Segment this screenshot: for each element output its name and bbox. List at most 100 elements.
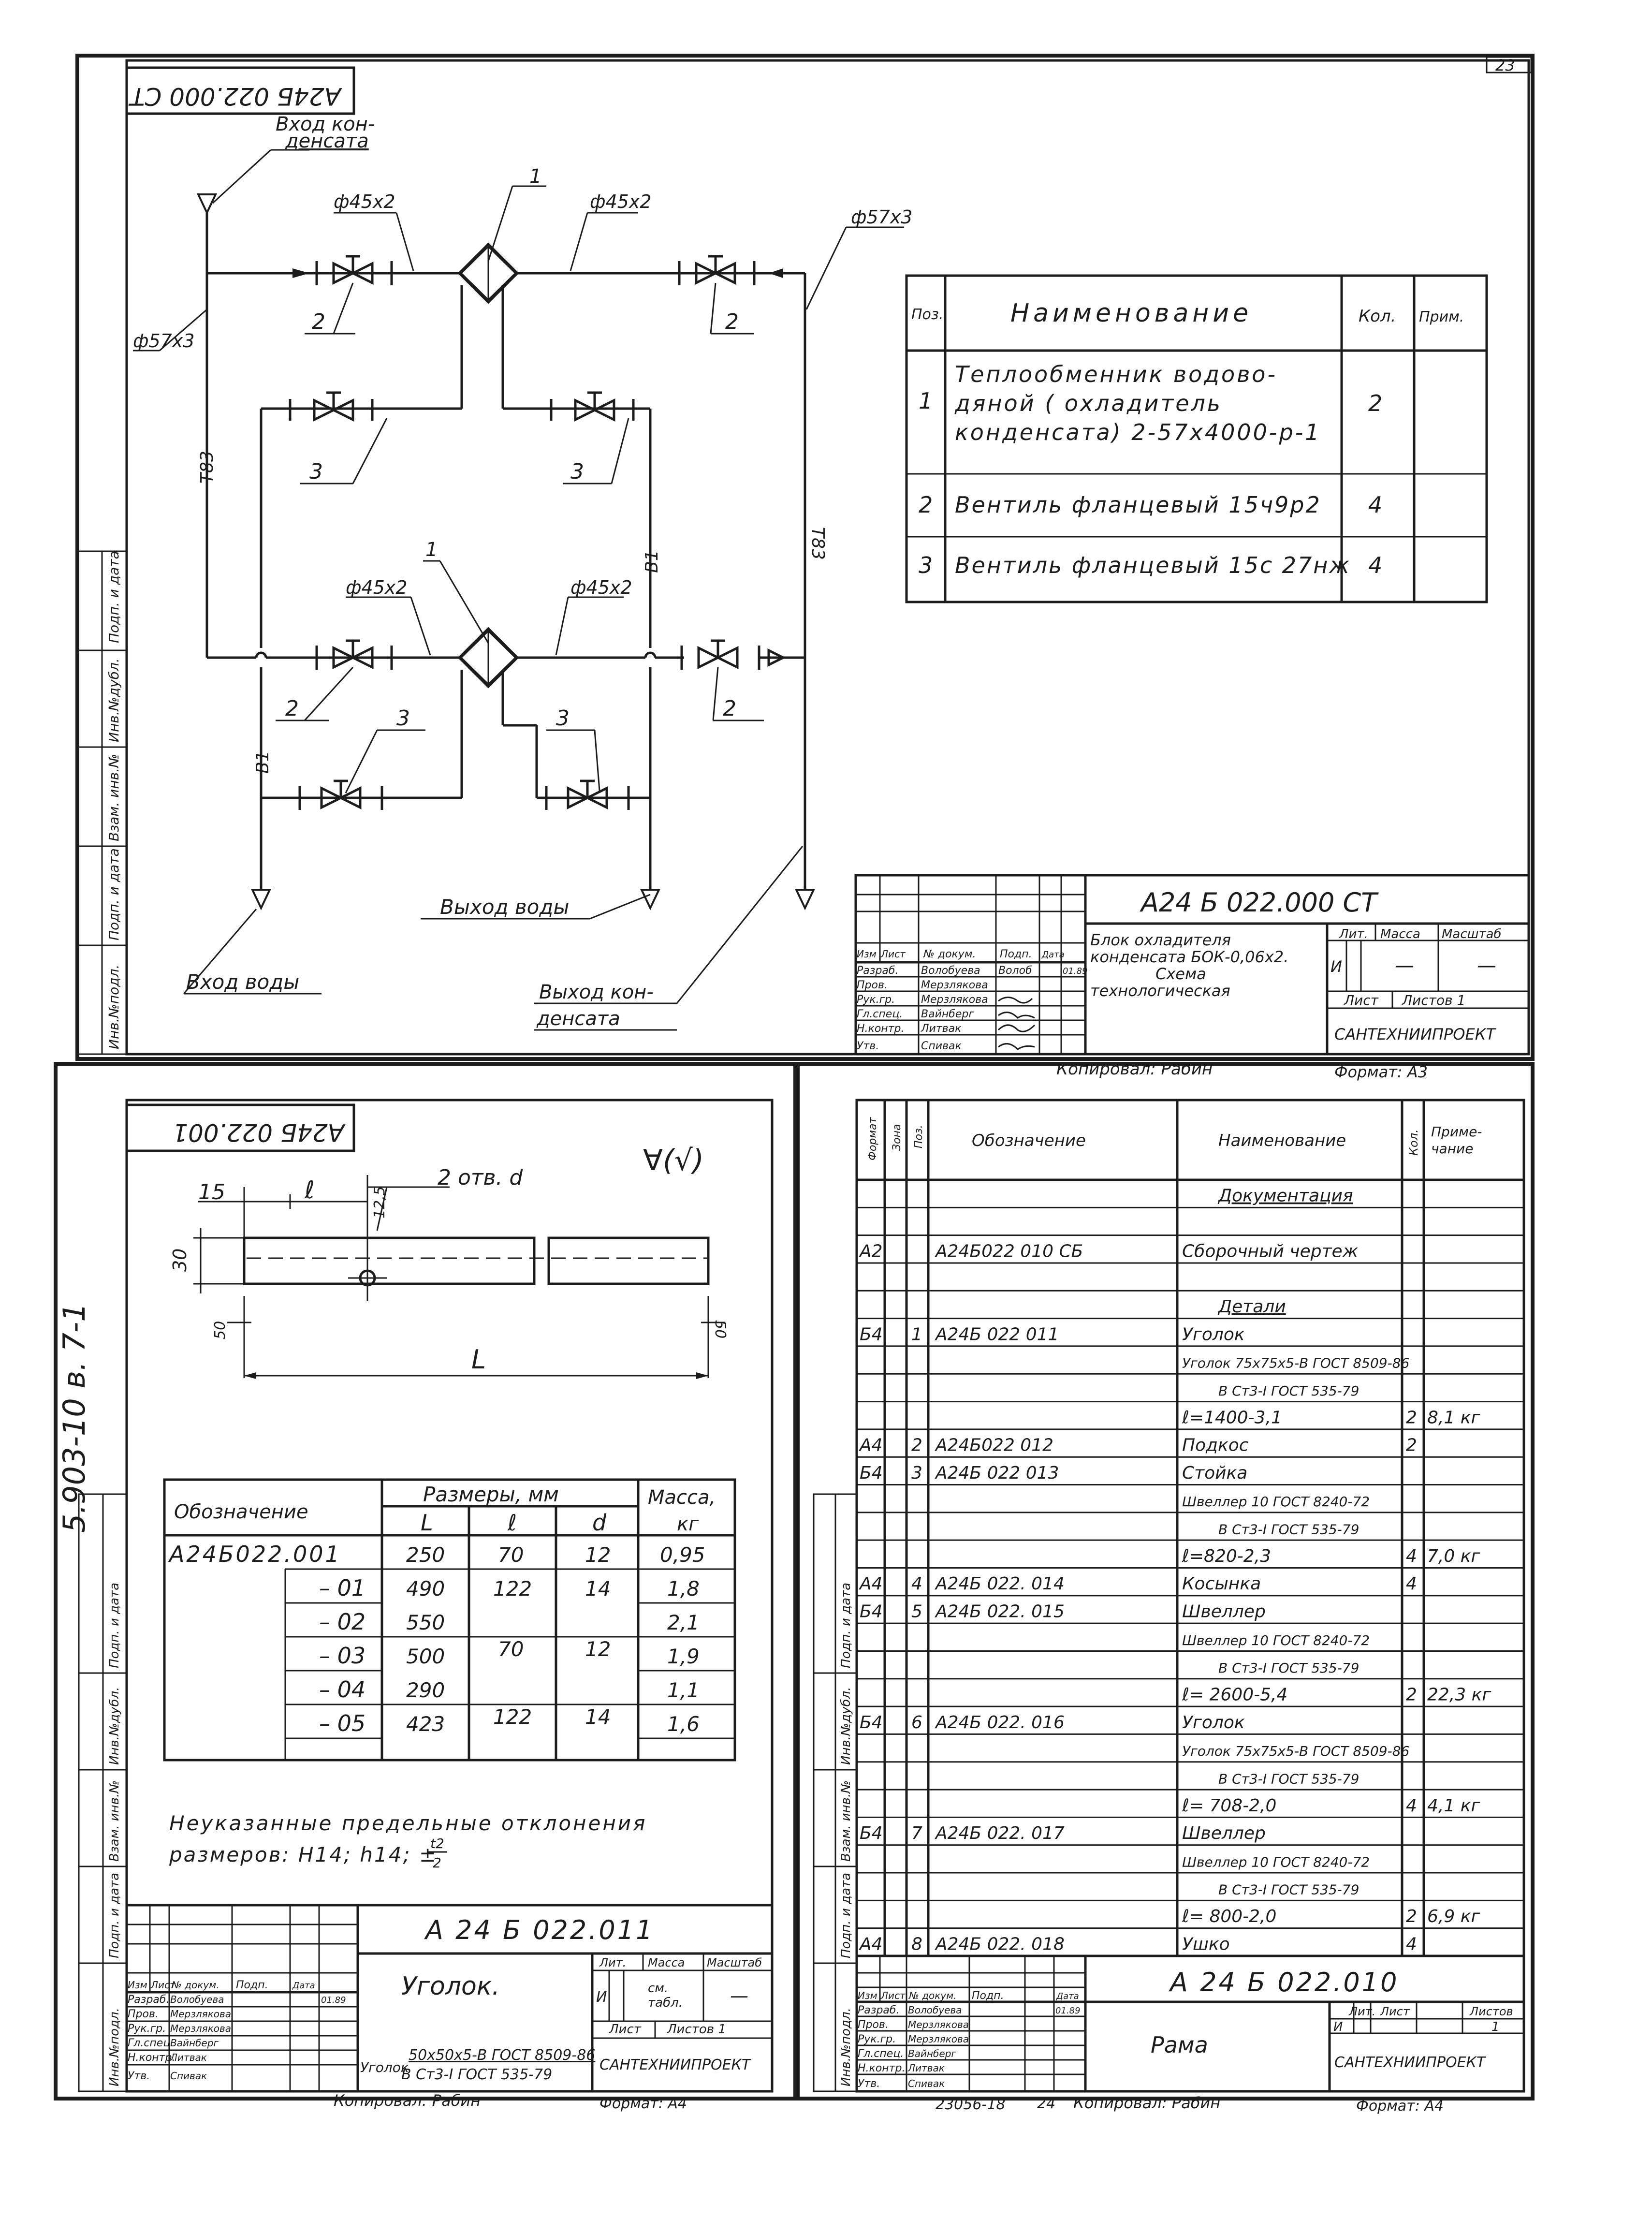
svg-text:САНТЕХНИИПРОЕКТ: САНТЕХНИИПРОЕКТ [1334, 2054, 1487, 2071]
br-h-note-2: чание [1431, 1141, 1473, 1157]
top-title-block: A24 Б 022.000 CT Блок охладителя конденс… [854, 874, 1530, 1081]
svg-text:01.89: 01.89 [1063, 966, 1088, 976]
spec-row1-pos: 1 [919, 388, 933, 414]
label-pos3c: 3 [396, 706, 410, 731]
svg-text:12: 12 [585, 1637, 611, 1661]
spec-row-24-name: Швеллер [1182, 1823, 1266, 1843]
bl-table-h-mass-1: Масса, [648, 1486, 716, 1509]
spec-row-15-qty: 4 [1406, 1574, 1417, 1594]
label-condensate-out-2: денсата [536, 1008, 620, 1030]
svg-text:Гл.спец.: Гл.спец. [858, 2048, 904, 2060]
svg-text:Инв.№дубл.: Инв.№дубл. [107, 1687, 122, 1765]
svg-text:Вайнберг: Вайнберг [170, 2037, 219, 2049]
svg-text:Подп.: Подп. [972, 1990, 1004, 2002]
bl-tb-title: Уголок. [401, 1972, 500, 2001]
spec-row-12-name: Швеллер 10 ГОСТ 8240-72 [1182, 1494, 1370, 1510]
svg-text:—: — [1477, 955, 1496, 977]
svg-text:Лист: Лист [609, 2022, 642, 2037]
bl-dim-50b: 50 [712, 1320, 729, 1338]
svg-text:Лист: Лист [880, 948, 906, 960]
svg-text:Масса: Масса [648, 1956, 685, 1969]
label-pos2d: 2 [723, 696, 736, 721]
svg-text:Рук.гр.: Рук.гр. [128, 2023, 166, 2035]
br-h-qty: Кол. [1407, 1129, 1420, 1156]
top-stamp-code: A24Б 022.000 CT [125, 66, 355, 115]
br-copied: Копировал: Рабин [1073, 2094, 1220, 2112]
label-pos2b: 2 [725, 309, 739, 334]
spec-row-9-qty: 2 [1406, 1408, 1417, 1427]
side-stamp-3: Взам. инв.№ [106, 754, 122, 841]
bl-note-2: размеров: Н14; h14; ± [169, 1843, 438, 1866]
bottom-left-sheet: A24Б 022.001 5.903-10 в. 7-1 ∀(√) [57, 1103, 774, 2112]
bl-table-h-d: d [592, 1510, 607, 1536]
svg-text:500: 500 [406, 1645, 445, 1668]
svg-text:Литвак: Литвак [907, 2062, 945, 2074]
spec-row-16-format: Б4 [860, 1602, 883, 1622]
br-h-format: Формат [867, 1117, 879, 1160]
spec-row-13-name: В Ст3-I ГОСТ 535-79 [1218, 1522, 1359, 1538]
label-t83-2: Т83 [808, 527, 828, 560]
svg-text:Листов 1: Листов 1 [667, 2022, 726, 2037]
label-condensate-out-1: Выход кон- [539, 981, 654, 1003]
bl-table-h-designation: Обозначение [174, 1501, 308, 1523]
svg-text:Инв.№подл.: Инв.№подл. [839, 2008, 853, 2086]
spec-row-28-format: A4 [859, 1934, 883, 1954]
spec-header-name: Наименование [1010, 299, 1252, 328]
bl-dim-30: 30 [169, 1249, 190, 1272]
svg-text:70: 70 [498, 1543, 524, 1567]
svg-text:Мерзлякова: Мерзлякова [170, 2008, 231, 2020]
label-d57-1: ф57x3 [851, 206, 913, 228]
br-h-pos: Поз. [913, 1125, 925, 1148]
svg-text:Изм: Изм [857, 948, 877, 960]
svg-text:Рук.гр.: Рук.гр. [858, 2033, 896, 2045]
spec-row-11-designation: A24Б 022 013 [935, 1463, 1059, 1483]
bl-dim-15: 15 [198, 1180, 225, 1204]
spec-row-28-name: Ушко [1182, 1934, 1230, 1954]
spec-row-24-pos: 7 [911, 1823, 922, 1843]
bl-row2-code: – 01 [319, 1575, 365, 1601]
bl-row4-code: – 03 [319, 1643, 365, 1669]
spec-row-28-qty: 4 [1406, 1934, 1417, 1954]
svg-text:Изм: Изм [128, 1979, 147, 1991]
bl-note-frac-den: 2 [433, 1855, 441, 1871]
spec-row-16-pos: 5 [911, 1602, 922, 1622]
spec-row-23-qty: 4 [1406, 1796, 1417, 1816]
spec-row-17-name: Швеллер 10 ГОСТ 8240-72 [1182, 1632, 1370, 1648]
svg-text:550: 550 [406, 1611, 445, 1634]
br-inv-sheet: 24 [1037, 2095, 1055, 2112]
top-tb-code: A24 Б 022.000 CT [1140, 887, 1379, 918]
spec-row-19-name: ℓ= 2600-5,4 [1182, 1685, 1287, 1704]
spec-row-20-name: Уголок [1182, 1713, 1245, 1733]
svg-text:Пров.: Пров. [858, 2019, 889, 2031]
svg-text:Лист: Лист [1380, 2005, 1410, 2018]
svg-text:Гл.спец.: Гл.спец. [857, 1008, 903, 1020]
label-pos1a: 1 [529, 165, 541, 188]
spec-row-24-designation: A24Б 022. 017 [935, 1823, 1065, 1843]
top-tb-title-2: конденсата БОК-0,06х2. [1090, 948, 1288, 966]
svg-text:14: 14 [585, 1577, 611, 1601]
label-t83-1: Т83 [197, 451, 217, 484]
label-d45-3: ф45x2 [346, 577, 408, 598]
bl-dim-l: ℓ [304, 1176, 315, 1204]
bl-table-h-mass-2: кг [677, 1513, 699, 1535]
svg-text:Утв.: Утв. [128, 2070, 150, 2082]
spec-row-14-name: ℓ=820-2,3 [1182, 1546, 1271, 1566]
br-format: Формат: A4 [1356, 2098, 1444, 2115]
bl-dim-50a: 50 [212, 1321, 229, 1339]
top-format: Формат: A3 [1334, 1063, 1428, 1081]
spec-header-pos: Поз. [911, 306, 943, 323]
spec-row-14-qty: 4 [1406, 1546, 1417, 1566]
spec-row-5-name: Детали [1217, 1297, 1286, 1317]
spec-row-20-format: Б4 [860, 1713, 883, 1733]
svg-text:01.89: 01.89 [321, 1995, 346, 2005]
svg-text:Подп. и дата: Подп. и дата [107, 1583, 122, 1668]
spec-row-21-name: Уголок 75х75х5-В ГОСТ 8509-86 [1182, 1743, 1409, 1759]
svg-text:Н.контр.: Н.контр. [858, 2062, 905, 2074]
svg-text:см.: см. [648, 1981, 668, 1996]
spec-row-14-note: 7,0 кг [1427, 1546, 1480, 1566]
svg-text:Волобуева: Волобуева [170, 1994, 224, 2005]
spec-row-10-designation: A24Б022 012 [935, 1436, 1053, 1455]
svg-text:Дата: Дата [1041, 950, 1065, 960]
label-water-in: Вход воды [186, 970, 299, 994]
svg-text:Разраб.: Разраб. [858, 2004, 899, 2016]
